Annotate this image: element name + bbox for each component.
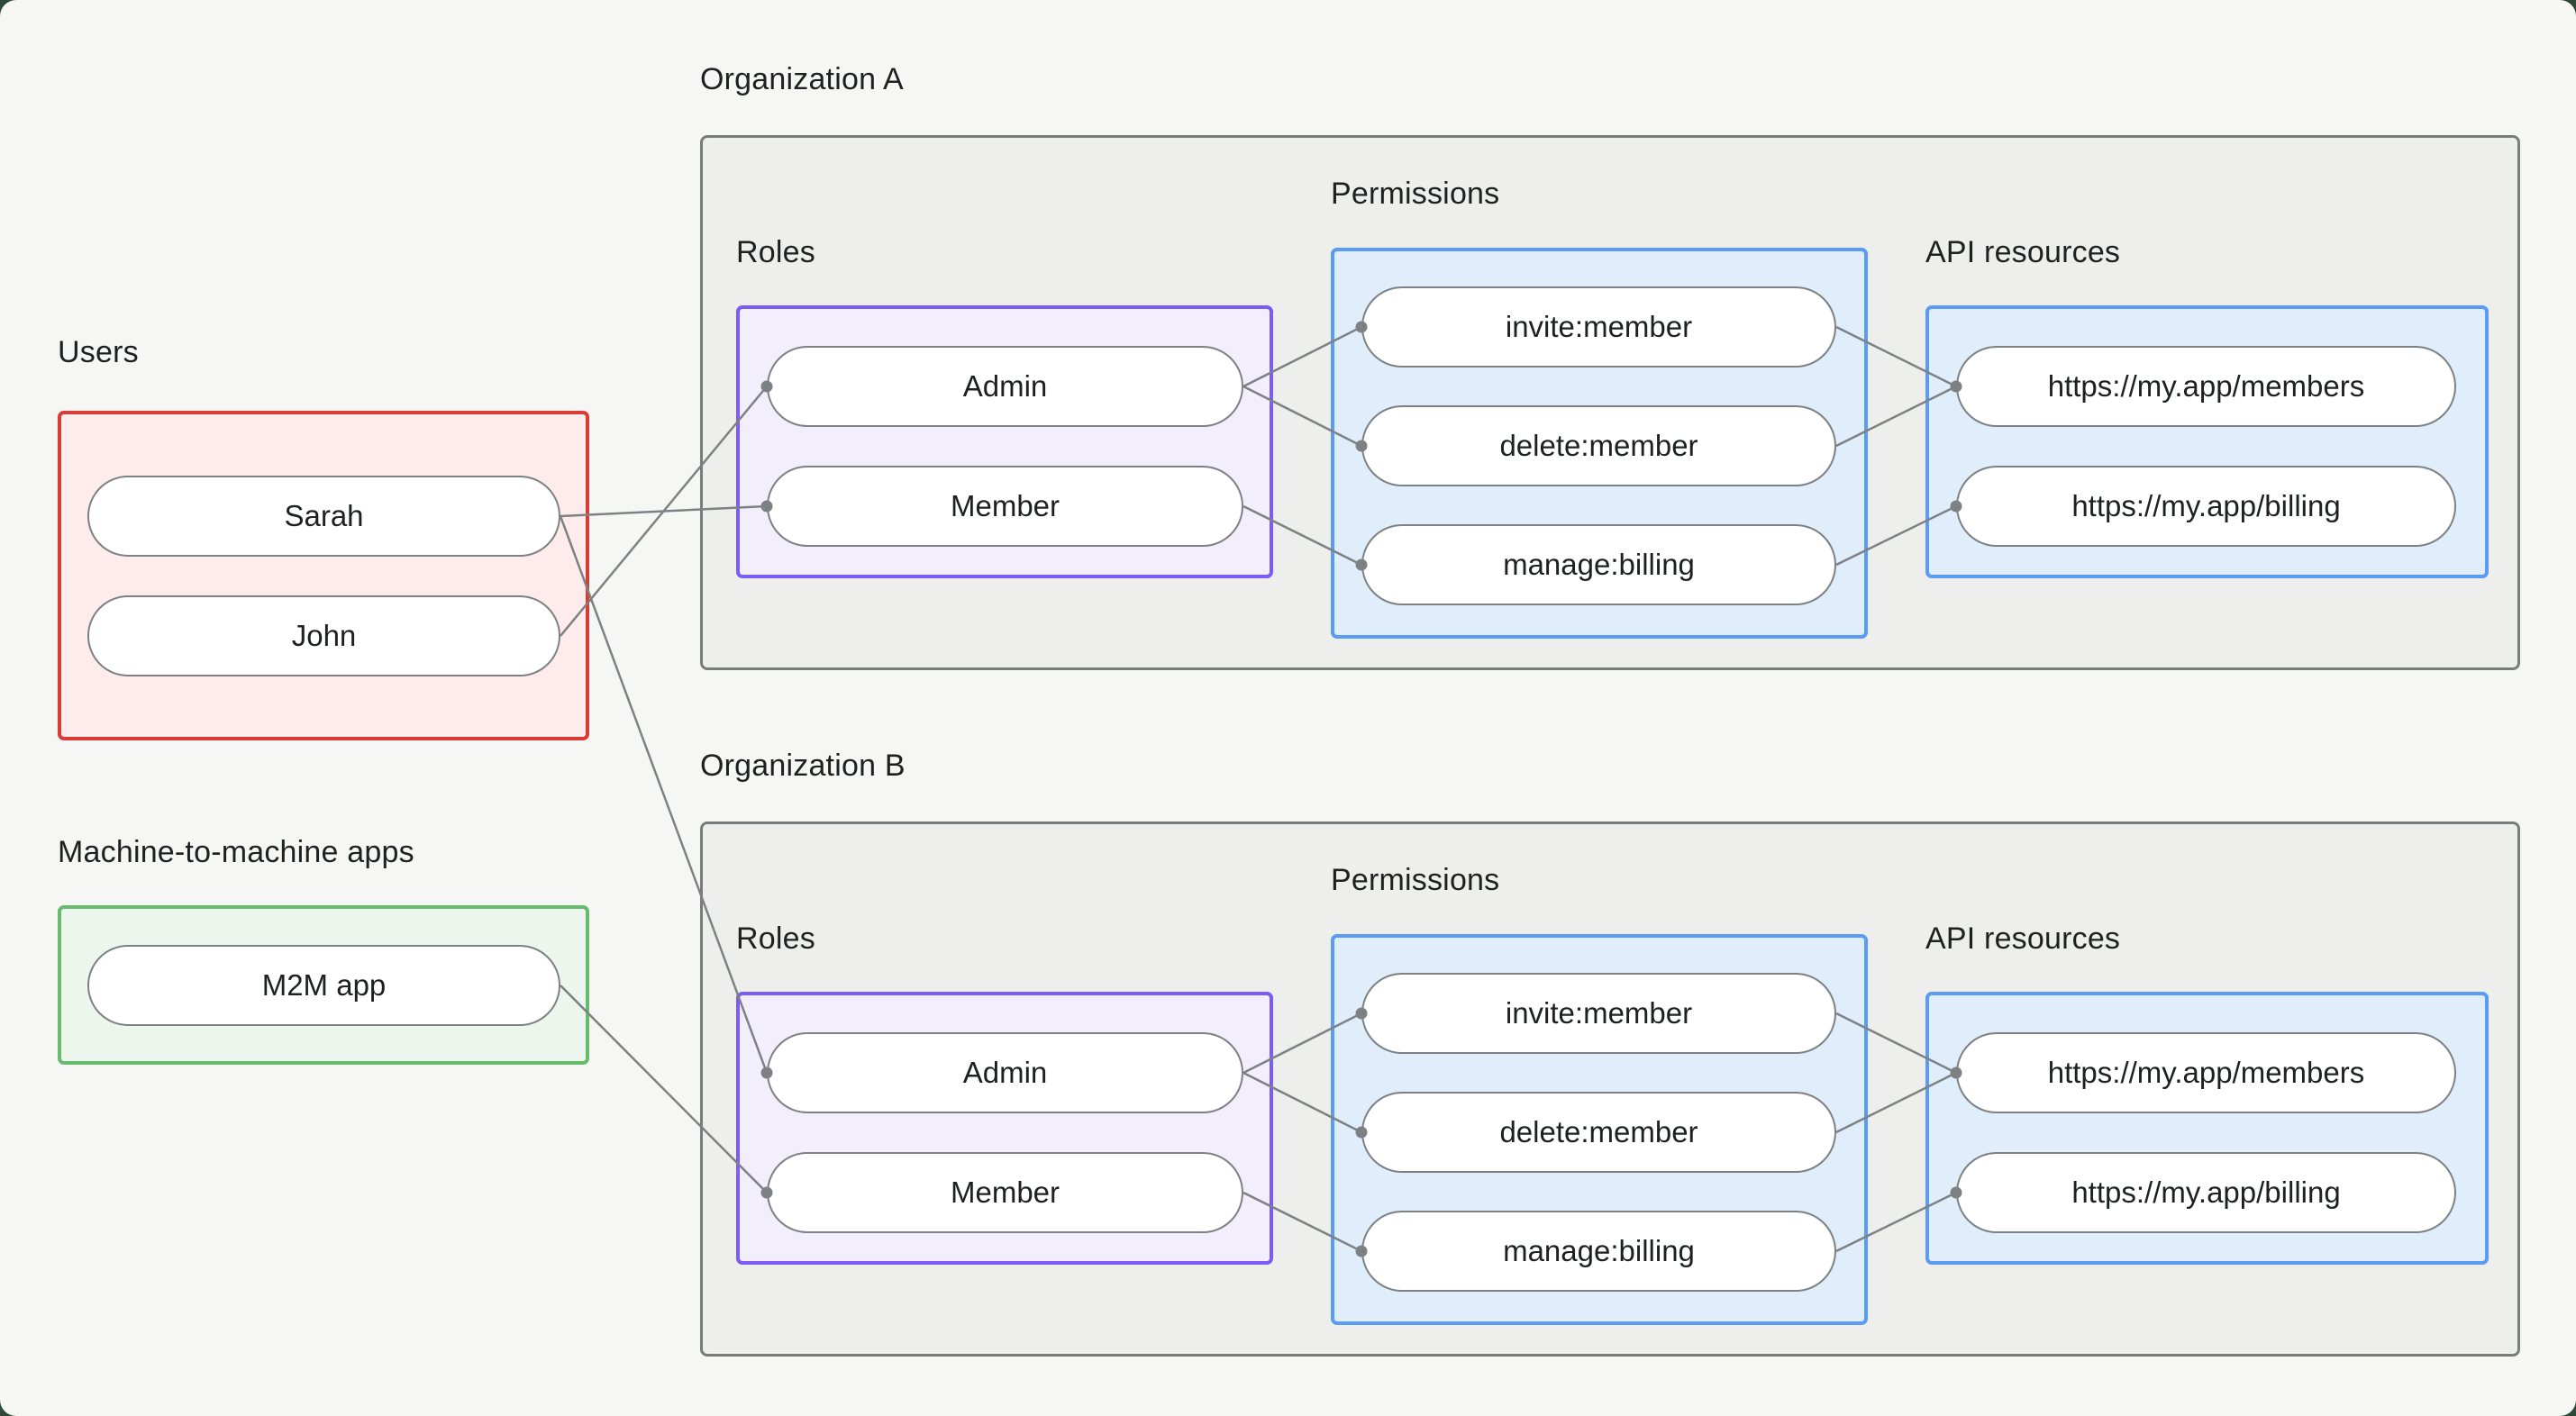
role-node-admin: Admin bbox=[767, 1032, 1243, 1113]
api-resources-label: API resources bbox=[1925, 235, 2121, 269]
org-title: Organization A bbox=[700, 62, 904, 96]
user-node-label: Sarah bbox=[284, 499, 364, 532]
permission-node-label: delete:member bbox=[1499, 1115, 1698, 1148]
permission-node-label: invite:member bbox=[1505, 996, 1693, 1030]
roles-label: Roles bbox=[736, 235, 815, 269]
api-node-members: https://my.app/members bbox=[1956, 346, 2456, 427]
permission-node-delete-member: delete:member bbox=[1361, 405, 1836, 486]
users-section-label: Users bbox=[58, 335, 139, 369]
m2m-section-label: Machine-to-machine apps bbox=[58, 835, 414, 869]
user-node-label: John bbox=[291, 619, 357, 652]
api-node-members: https://my.app/members bbox=[1956, 1032, 2456, 1113]
users-group-box bbox=[58, 411, 589, 740]
permission-node-manage-billing: manage:billing bbox=[1361, 1211, 1836, 1292]
permission-node-manage-billing: manage:billing bbox=[1361, 524, 1836, 605]
permissions-label: Permissions bbox=[1331, 177, 1500, 211]
permission-node-label: invite:member bbox=[1505, 310, 1693, 343]
api-node-label: https://my.app/members bbox=[2047, 369, 2365, 403]
role-node-member: Member bbox=[767, 466, 1243, 547]
permission-node-label: manage:billing bbox=[1503, 1234, 1695, 1267]
api-node-label: https://my.app/billing bbox=[2071, 489, 2341, 522]
user-node-sarah: Sarah bbox=[87, 476, 560, 557]
role-node-member: Member bbox=[767, 1152, 1243, 1233]
role-node-label: Admin bbox=[962, 1056, 1048, 1089]
permission-node-invite-member: invite:member bbox=[1361, 973, 1836, 1054]
permission-node-delete-member: delete:member bbox=[1361, 1092, 1836, 1173]
api-node-label: https://my.app/members bbox=[2047, 1056, 2365, 1089]
m2m-node-label: M2M app bbox=[261, 968, 387, 1002]
permission-node-label: delete:member bbox=[1499, 429, 1698, 462]
role-node-label: Admin bbox=[962, 369, 1048, 403]
permission-node-label: manage:billing bbox=[1503, 548, 1695, 581]
permission-node-invite-member: invite:member bbox=[1361, 286, 1836, 368]
role-node-label: Member bbox=[950, 1175, 1060, 1209]
api-node-billing: https://my.app/billing bbox=[1956, 1152, 2456, 1233]
org-title: Organization B bbox=[700, 749, 906, 783]
m2m-app-node: M2M app bbox=[87, 945, 560, 1026]
api-node-billing: https://my.app/billing bbox=[1956, 466, 2456, 547]
user-node-john: John bbox=[87, 595, 560, 676]
roles-label: Roles bbox=[736, 921, 815, 956]
role-node-admin: Admin bbox=[767, 346, 1243, 427]
permissions-label: Permissions bbox=[1331, 863, 1500, 897]
role-node-label: Member bbox=[950, 489, 1060, 522]
api-resources-label: API resources bbox=[1925, 921, 2121, 956]
api-node-label: https://my.app/billing bbox=[2071, 1175, 2341, 1209]
